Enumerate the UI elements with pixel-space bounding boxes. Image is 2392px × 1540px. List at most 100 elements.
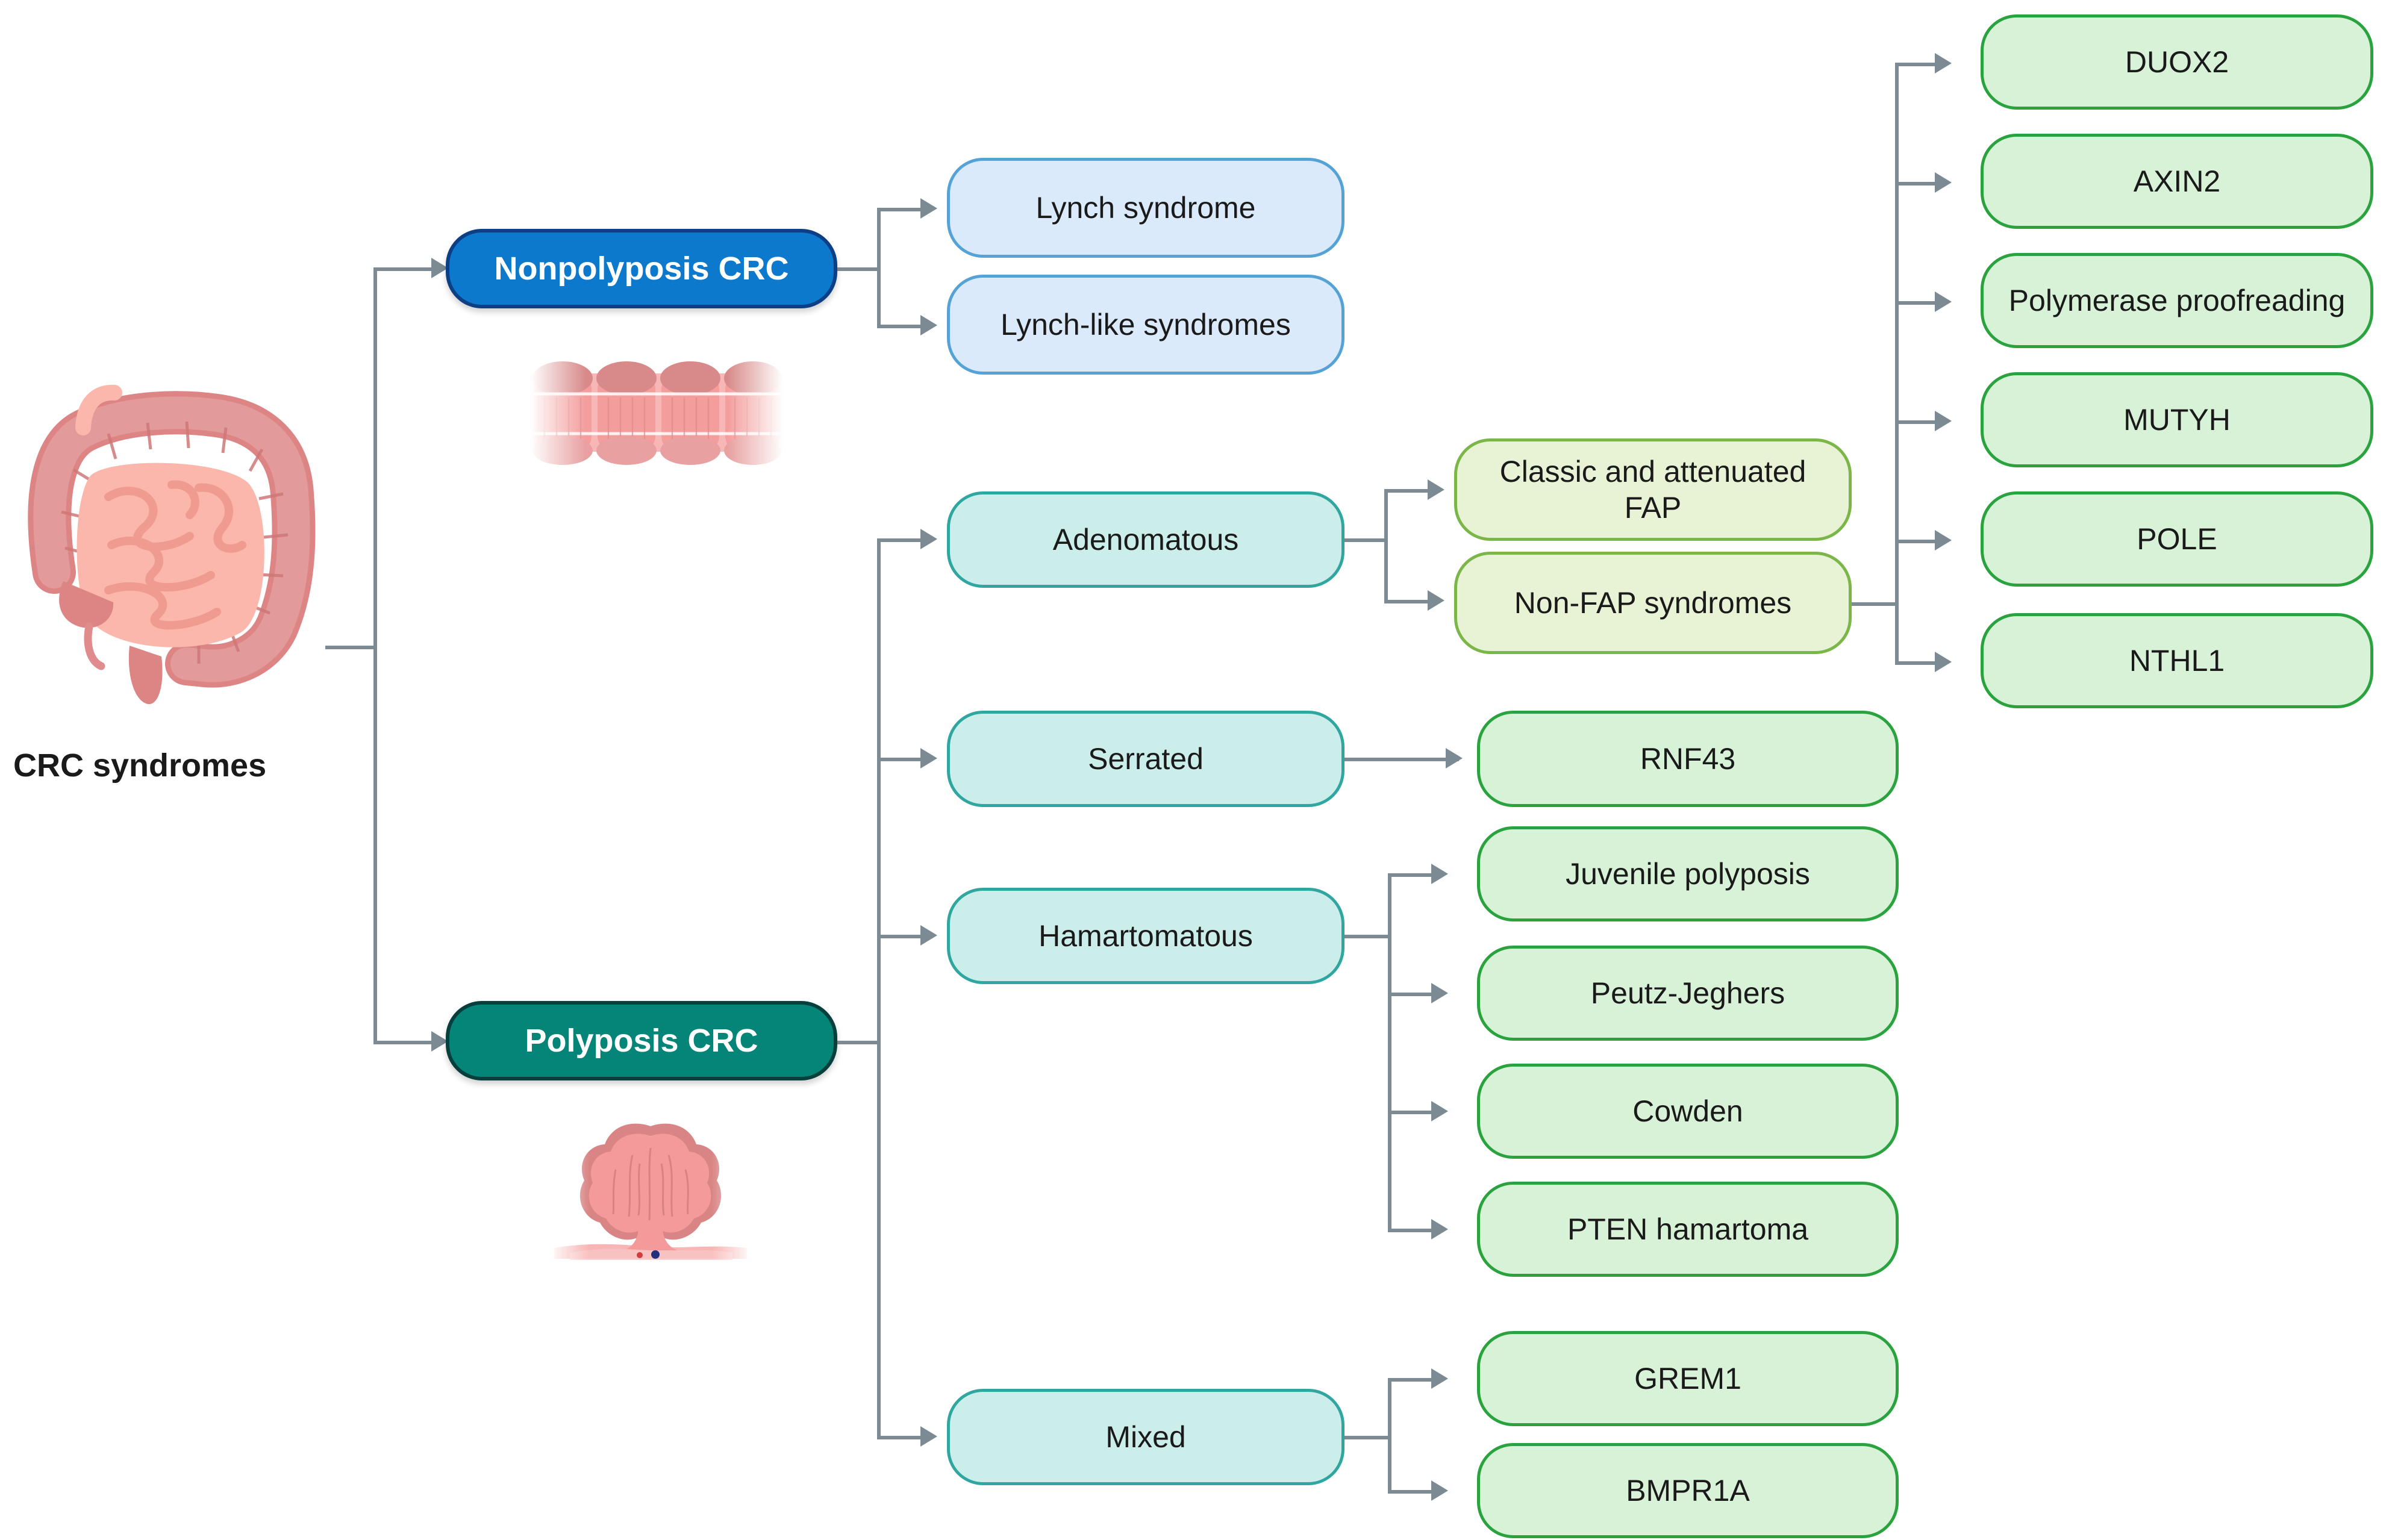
connector-to-pole: [1895, 540, 1943, 543]
node-gene-pole[interactable]: POLE: [1981, 491, 2373, 587]
connector-to-mutyh: [1895, 420, 1943, 424]
arrow-to-lynch-like: [920, 315, 937, 335]
node-bmpr1a-label: BMPR1A: [1626, 1474, 1750, 1507]
node-non-fap-syndromes-label: Non-FAP syndromes: [1514, 586, 1792, 620]
connector-nonpolyposis-out: [837, 267, 881, 271]
arrow-to-juvenile-polyposis: [1431, 864, 1448, 884]
arrow-to-serrated: [920, 748, 937, 768]
arrow-to-adenomatous: [920, 529, 937, 549]
arrow-to-lynch-syndrome: [920, 198, 937, 219]
arrow-to-rnf43: [1446, 748, 1463, 768]
node-grem1[interactable]: GREM1: [1477, 1331, 1899, 1426]
node-rnf43[interactable]: RNF43: [1477, 711, 1899, 807]
arrow-to-axin2: [1935, 172, 1952, 193]
connector-to-peutz-jeghers: [1388, 993, 1440, 996]
connector-adenomatous-out: [1344, 538, 1388, 542]
root-label: CRC syndromes: [13, 747, 267, 784]
connector-to-hamartomatous: [877, 935, 929, 938]
connector-to-non-fap: [1384, 600, 1436, 603]
node-polyposis-crc-label: Polyposis CRC: [525, 1022, 758, 1059]
connector-to-polymerase-proofreading: [1895, 301, 1943, 305]
node-grem1-label: GREM1: [1634, 1362, 1741, 1395]
node-classic-attenuated-fap-label: Classic and attenuated FAP: [1499, 455, 1806, 525]
arrow-to-bmpr1a: [1431, 1480, 1448, 1501]
node-gene-axin2-label: AXIN2: [2133, 164, 2221, 198]
node-gene-mutyh[interactable]: MUTYH: [1981, 372, 2373, 467]
connector-to-grem1: [1388, 1378, 1440, 1382]
node-lynch-syndrome[interactable]: Lynch syndrome: [947, 158, 1344, 258]
connector-polyposis-trunk: [877, 538, 881, 1436]
node-mixed-label: Mixed: [1105, 1420, 1186, 1454]
connector-to-nthl1: [1895, 661, 1943, 665]
connector-to-cowden: [1388, 1111, 1440, 1114]
node-juvenile-polyposis-label: Juvenile polyposis: [1566, 857, 1810, 891]
arrow-to-mixed: [920, 1426, 937, 1447]
node-lynch-syndrome-label: Lynch syndrome: [1035, 191, 1256, 225]
node-juvenile-polyposis[interactable]: Juvenile polyposis: [1477, 826, 1899, 921]
connector-nonpolyposis-trunk: [877, 208, 881, 328]
connector-to-pten-hamartoma: [1388, 1229, 1440, 1232]
colon-polyp-illustration: [548, 1108, 753, 1277]
connector-hamartomatous-trunk: [1388, 873, 1391, 1229]
node-rnf43-label: RNF43: [1640, 742, 1736, 776]
node-polyposis-crc[interactable]: Polyposis CRC: [446, 1001, 837, 1080]
arrow-root-to-nonpolyposis: [431, 258, 448, 278]
connector-to-serrated: [877, 758, 929, 761]
node-lynch-like-syndromes-label: Lynch-like syndromes: [1001, 308, 1291, 341]
connector-serrated-to-rnf43: [1344, 758, 1459, 761]
connector-to-bmpr1a: [1388, 1490, 1440, 1494]
connector-polyposis-out: [837, 1041, 881, 1044]
arrow-to-nthl1: [1935, 652, 1952, 672]
node-gene-polymerase-proofreading[interactable]: Polymerase proofreading: [1981, 253, 2373, 348]
connector-to-mixed: [877, 1436, 929, 1439]
connector-mixed-out: [1344, 1436, 1391, 1439]
node-gene-nthl1[interactable]: NTHL1: [1981, 613, 2373, 708]
arrow-to-hamartomatous: [920, 925, 937, 946]
node-pten-hamartoma-label: PTEN hamartoma: [1567, 1212, 1809, 1246]
node-serrated[interactable]: Serrated: [947, 711, 1344, 807]
node-hamartomatous[interactable]: Hamartomatous: [947, 888, 1344, 984]
arrow-root-to-polyposis: [431, 1031, 448, 1052]
node-gene-mutyh-label: MUTYH: [2123, 403, 2231, 437]
connector-to-lynch-like: [877, 325, 929, 328]
node-lynch-like-syndromes[interactable]: Lynch-like syndromes: [947, 275, 1344, 375]
node-adenomatous-label: Adenomatous: [1052, 523, 1239, 556]
connector-to-duox2: [1895, 63, 1943, 66]
node-serrated-label: Serrated: [1088, 742, 1204, 776]
arrow-to-grem1: [1431, 1368, 1448, 1389]
connector-adenomatous-trunk: [1384, 489, 1388, 603]
node-nonpolyposis-crc-label: Nonpolyposis CRC: [494, 250, 789, 287]
connector-root-to-nonpolyposis: [373, 267, 440, 271]
node-gene-axin2[interactable]: AXIN2: [1981, 134, 2373, 229]
node-cowden-label: Cowden: [1632, 1094, 1743, 1128]
arrow-to-mutyh: [1935, 411, 1952, 431]
node-non-fap-syndromes[interactable]: Non-FAP syndromes: [1454, 552, 1852, 654]
arrow-to-pole: [1935, 530, 1952, 550]
connector-to-adenomatous: [877, 538, 929, 542]
connector-to-axin2: [1895, 182, 1943, 185]
node-adenomatous[interactable]: Adenomatous: [947, 491, 1344, 588]
node-classic-attenuated-fap[interactable]: Classic and attenuated FAP: [1454, 438, 1852, 541]
arrow-to-non-fap: [1428, 590, 1444, 611]
node-bmpr1a[interactable]: BMPR1A: [1477, 1443, 1899, 1538]
node-peutz-jeghers[interactable]: Peutz-Jeghers: [1477, 946, 1899, 1041]
arrow-to-pten-hamartoma: [1431, 1219, 1448, 1239]
connector-root-trunk: [373, 267, 377, 1044]
connector-to-classic-fap: [1384, 489, 1436, 493]
node-gene-nthl1-label: NTHL1: [2129, 644, 2225, 678]
connector-mixed-trunk: [1388, 1378, 1391, 1494]
node-mixed[interactable]: Mixed: [947, 1389, 1344, 1485]
connector-to-lynch-syndrome: [877, 208, 929, 211]
node-cowden[interactable]: Cowden: [1477, 1064, 1899, 1159]
node-hamartomatous-label: Hamartomatous: [1038, 919, 1253, 953]
connector-root-to-polyposis: [373, 1041, 440, 1044]
colon-mucosa-illustration: [530, 355, 783, 470]
connector-hamartomatous-out: [1344, 935, 1391, 938]
node-nonpolyposis-crc[interactable]: Nonpolyposis CRC: [446, 229, 837, 308]
node-pten-hamartoma[interactable]: PTEN hamartoma: [1477, 1182, 1899, 1277]
connector-genes-trunk: [1895, 63, 1899, 665]
node-gene-duox2[interactable]: DUOX2: [1981, 14, 2373, 110]
arrow-to-peutz-jeghers: [1431, 983, 1448, 1003]
connector-root-stem: [325, 646, 377, 649]
